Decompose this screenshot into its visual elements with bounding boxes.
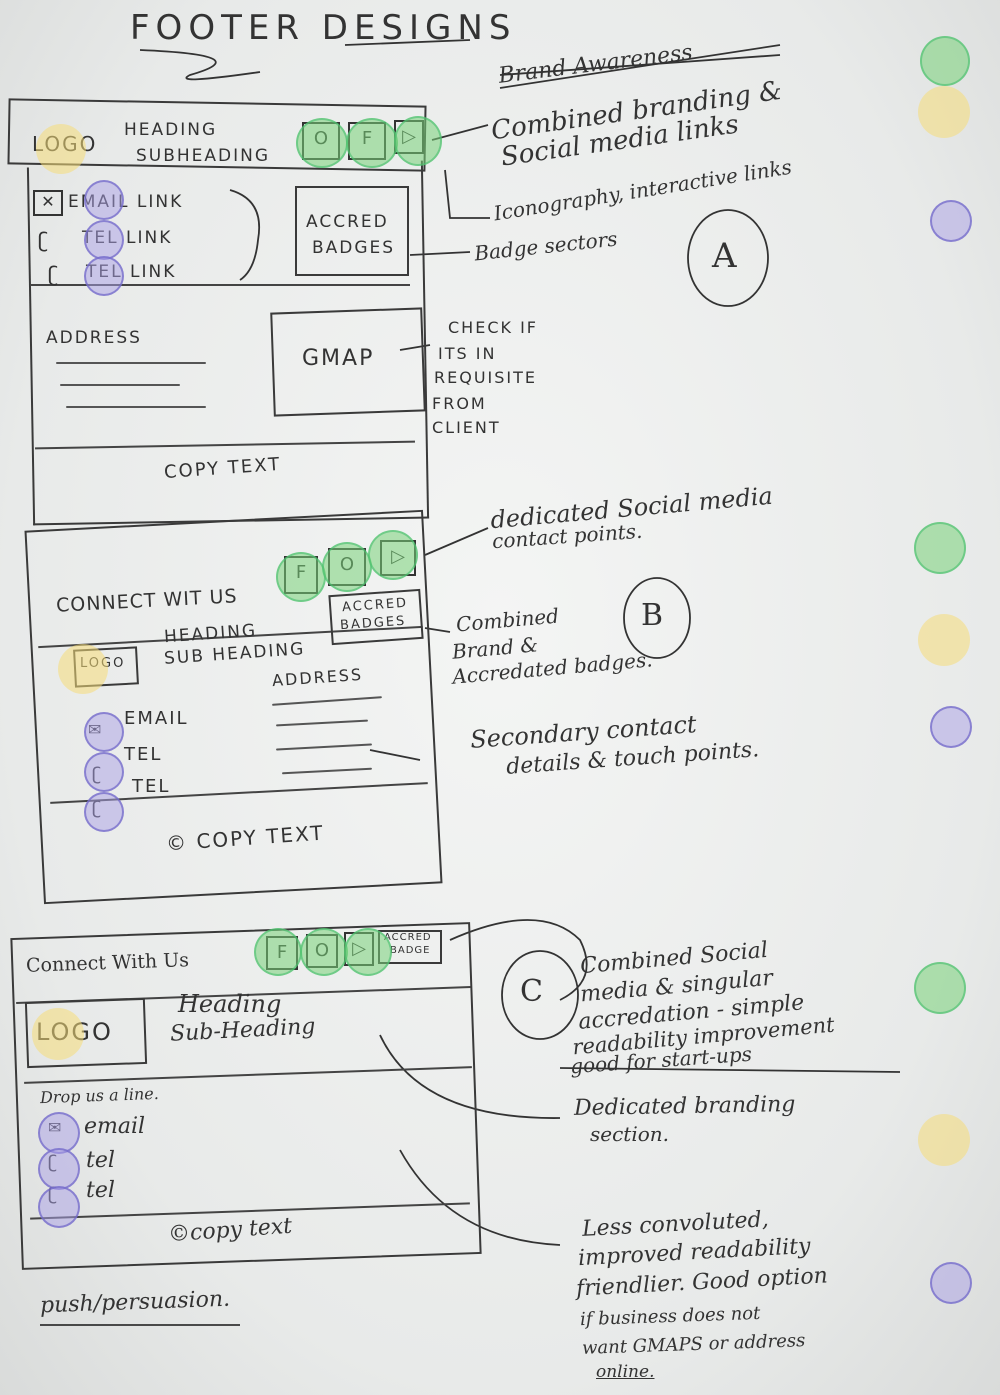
design-a-note-check-3: REQUISITE xyxy=(434,368,538,387)
design-a-address-line-2 xyxy=(60,384,180,386)
design-a-note-check-1: CHECK IF xyxy=(448,318,538,337)
design-a-address-line-1 xyxy=(56,362,206,364)
highlight-green-c-2 xyxy=(300,928,348,976)
legend-yellow-dot-1 xyxy=(918,86,970,138)
legend-yellow-dot-3 xyxy=(918,1114,970,1166)
design-c-tel-1[interactable]: tel xyxy=(86,1148,115,1173)
design-a-phone-icon-2: ʗ xyxy=(48,262,61,286)
highlight-purple-a-3 xyxy=(84,256,124,296)
design-b-label: B xyxy=(641,598,664,633)
highlight-green-c-3 xyxy=(344,928,392,976)
legend-purple-dot-1 xyxy=(930,200,972,242)
highlight-green-a-1 xyxy=(296,118,348,168)
highlight-green-b-1 xyxy=(276,552,326,602)
highlight-purple-b-3 xyxy=(84,792,124,832)
design-a-address-label: ADDRESS xyxy=(46,328,142,348)
highlight-yellow-logo-a xyxy=(36,124,86,174)
design-a-address-line-3 xyxy=(66,406,206,408)
design-c-label: C xyxy=(520,974,543,1009)
design-a-label: A xyxy=(712,236,737,276)
design-a-subheading: SUBHEADING xyxy=(136,146,271,166)
design-c-note-less-6: online. xyxy=(596,1362,655,1382)
design-c-tel-2[interactable]: tel xyxy=(86,1178,115,1203)
design-c-badges-line1: ACCRED xyxy=(384,932,432,943)
highlight-purple-a-1 xyxy=(84,180,124,220)
design-a-note-check-2: ITS IN xyxy=(438,344,497,363)
design-a-heading: HEADING xyxy=(124,120,218,140)
highlight-yellow-logo-c xyxy=(32,1008,84,1060)
design-b-email[interactable]: EMAIL xyxy=(124,708,189,729)
highlight-yellow-logo-b xyxy=(58,644,108,694)
design-b-tel-2[interactable]: TEL xyxy=(132,776,171,797)
design-c-heading: Heading xyxy=(178,990,282,1018)
highlight-green-c-1 xyxy=(254,928,302,976)
design-a-divider-1 xyxy=(30,284,410,286)
design-a-note-check-5: CLIENT xyxy=(432,418,501,437)
legend-yellow-dot-2 xyxy=(918,614,970,666)
design-a-gmap-label: GMAP xyxy=(302,346,375,371)
legend-purple-dot-2 xyxy=(930,706,972,748)
legend-green-dot-3 xyxy=(914,962,966,1014)
highlight-purple-a-2 xyxy=(84,220,124,260)
highlight-green-b-2 xyxy=(322,542,372,592)
design-c-note-dedicated-1: Dedicated branding xyxy=(573,1092,796,1121)
highlight-green-b-3 xyxy=(368,530,418,580)
design-a-badges-line2: BADGES xyxy=(312,238,396,258)
design-c-note-dedicated-2: section. xyxy=(590,1122,670,1146)
design-c-email[interactable]: email xyxy=(84,1114,146,1139)
legend-green-dot-1 xyxy=(920,36,970,86)
highlight-green-a-3 xyxy=(394,116,442,166)
legend-green-dot-2 xyxy=(914,522,966,574)
highlight-purple-b-2 xyxy=(84,752,124,792)
design-a-badges-line1: ACCRED xyxy=(306,212,389,232)
design-c-badges-line2: BADGE xyxy=(390,945,431,956)
legend-purple-dot-3 xyxy=(930,1262,972,1304)
highlight-purple-c-3 xyxy=(38,1186,80,1228)
design-a-note-check-4: FROM xyxy=(432,394,487,413)
design-a-badges-box xyxy=(295,186,409,276)
highlight-purple-c-2 xyxy=(38,1148,80,1190)
highlight-green-a-2 xyxy=(346,118,398,168)
page-title: FOOTER DESIGNS xyxy=(130,8,517,48)
design-a-phone-icon-1: ʗ xyxy=(38,228,51,252)
highlight-purple-b-1 xyxy=(84,712,124,752)
design-a-envelope-icon: ✕ xyxy=(33,190,63,216)
design-b-tel-1[interactable]: TEL xyxy=(124,744,163,765)
